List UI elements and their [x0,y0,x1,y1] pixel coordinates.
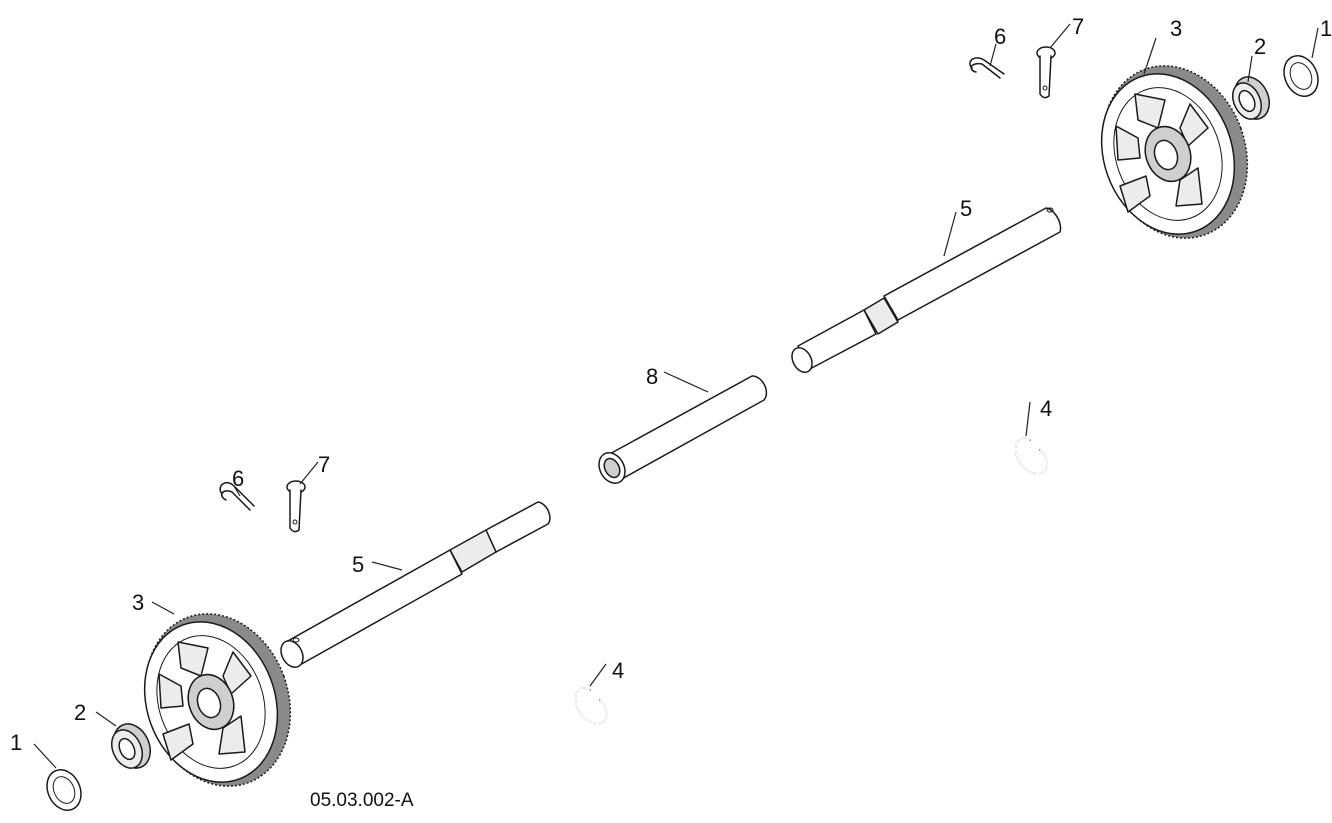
label-bushing-left: 2 [74,700,86,725]
figure-code: 05.03.002-A [310,790,414,811]
tube [598,375,768,484]
label-bushing-right: 2 [1254,34,1266,59]
shaft-right [791,207,1062,373]
bushing-right [1231,76,1270,120]
label-tube: 8 [646,364,658,389]
shaft-left [280,501,551,668]
label-washer-right: 1 [1320,16,1332,41]
gear-left [143,613,292,787]
label-cotter-pin-left: 6 [232,466,244,491]
leader-lines [33,23,1319,769]
clevis-pin-right [1036,46,1056,99]
label-shaft-right: 5 [960,196,972,221]
label-clevis-pin-left: 7 [318,452,330,477]
label-e-clip-left: 4 [612,658,624,683]
label-cotter-pin-right: 6 [994,24,1006,49]
washer-right [1283,55,1319,97]
label-clevis-pin-right: 7 [1072,14,1084,39]
label-washer-left: 1 [10,730,22,755]
gear-right [1100,65,1249,239]
e-clip-left [575,687,608,725]
label-e-clip-right: 4 [1040,396,1052,421]
bushing-left [111,723,151,769]
cotter-pin-left [219,482,255,511]
cotter-pin-right [969,57,1005,79]
clevis-pin-left [286,480,306,533]
label-gear-left: 3 [132,590,144,615]
label-gear-right: 3 [1170,16,1182,41]
e-clip-right [1015,437,1048,475]
label-shaft-left: 5 [352,552,364,577]
washer-left [46,769,82,811]
